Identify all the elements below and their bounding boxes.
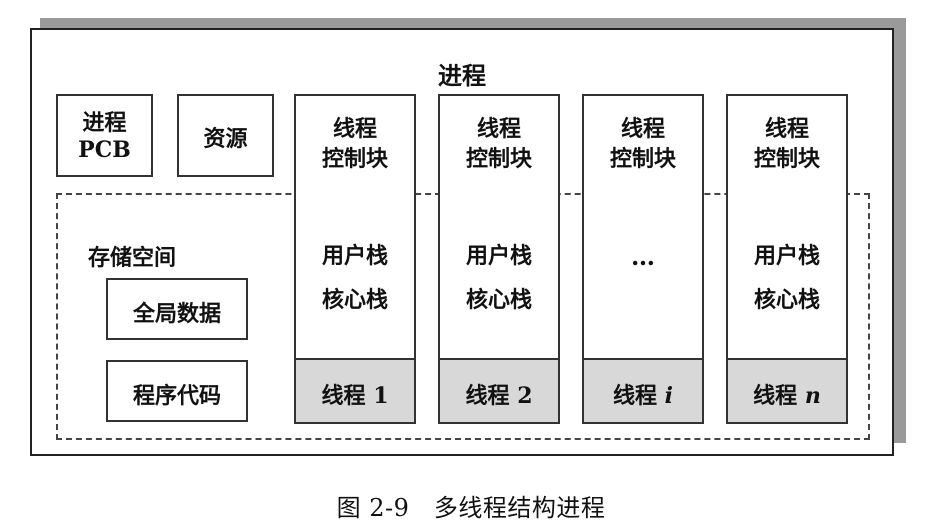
thread-2-tcb-line-2: 控制块 (465, 146, 532, 172)
thread-2-control-block-label: 线程 控制块 (440, 114, 558, 174)
thread-2-user-stack: 用户栈 (465, 243, 532, 269)
thread-n-name: 线程 (753, 383, 798, 409)
resource-label: 资源 (203, 126, 248, 152)
thread-1-label: 线程 1 (296, 378, 414, 410)
process-pcb-box: 进程 PCB (56, 94, 153, 177)
thread-n-stacks: 用户栈 核心栈 (728, 234, 846, 322)
storage-space-label: 存储空间 (88, 245, 177, 271)
thread-1-user-stack: 用户栈 (321, 243, 388, 269)
thread-i-footer: 线程 i (584, 358, 702, 422)
thread-2-label: 线程 2 (440, 378, 558, 410)
process-title: 进程 (438, 61, 486, 90)
thread-i-name: 线程 (612, 383, 657, 409)
process-pcb-label: 进程 PCB (58, 110, 151, 164)
thread-1-name: 线程 (321, 383, 366, 409)
thread-1-box: 线程 控制块 用户栈 核心栈 线程 1 (294, 94, 416, 424)
resource-box: 资源 (177, 94, 274, 177)
thread-2-tcb-line-1: 线程 (476, 116, 521, 142)
thread-i-ellipsis: … (631, 242, 655, 271)
thread-i-box: 线程 控制块 … 线程 i (582, 94, 704, 424)
thread-2-stacks: 用户栈 核心栈 (440, 234, 558, 322)
program-code-label: 程序代码 (132, 383, 221, 409)
thread-i-tcb-line-1: 线程 (620, 116, 665, 142)
global-data-label: 全局数据 (132, 301, 221, 327)
thread-1-tcb-line-1: 线程 (332, 116, 377, 142)
thread-n-tcb-line-1: 线程 (764, 116, 809, 142)
process-container: 进程 进程 PCB 资源 存储空间 全局数据 程序代码 线程 控制块 用户栈 核… (30, 28, 894, 456)
thread-i-tcb-line-2: 控制块 (609, 146, 676, 172)
thread-i-label: 线程 i (584, 378, 702, 410)
thread-2-id: 2 (517, 383, 533, 409)
thread-i-control-block-label: 线程 控制块 (584, 114, 702, 174)
thread-n-footer: 线程 n (728, 358, 846, 422)
thread-1-control-block-label: 线程 控制块 (296, 114, 414, 174)
thread-1-stacks: 用户栈 核心栈 (296, 234, 414, 322)
thread-n-tcb-line-2: 控制块 (753, 146, 820, 172)
thread-1-id: 1 (373, 383, 389, 409)
thread-n-user-stack: 用户栈 (753, 243, 820, 269)
thread-n-control-block-label: 线程 控制块 (728, 114, 846, 174)
thread-i-id: i (664, 383, 674, 409)
global-data-box: 全局数据 (106, 278, 248, 340)
thread-n-kernel-stack: 核心栈 (753, 287, 820, 313)
thread-2-name: 线程 (465, 383, 510, 409)
thread-2-kernel-stack: 核心栈 (465, 287, 532, 313)
thread-2-box: 线程 控制块 用户栈 核心栈 线程 2 (438, 94, 560, 424)
process-pcb-line-1: 进程 (82, 110, 127, 136)
thread-1-tcb-line-2: 控制块 (321, 146, 388, 172)
process-pcb-line-2: PCB (78, 137, 131, 163)
thread-n-id: n (804, 383, 821, 409)
figure-caption: 图 2-9 多线程结构进程 (336, 494, 606, 522)
thread-n-label: 线程 n (728, 378, 846, 410)
thread-1-footer: 线程 1 (296, 358, 414, 422)
thread-1-kernel-stack: 核心栈 (321, 287, 388, 313)
program-code-box: 程序代码 (106, 360, 248, 422)
thread-2-footer: 线程 2 (440, 358, 558, 422)
thread-n-box: 线程 控制块 用户栈 核心栈 线程 n (726, 94, 848, 424)
